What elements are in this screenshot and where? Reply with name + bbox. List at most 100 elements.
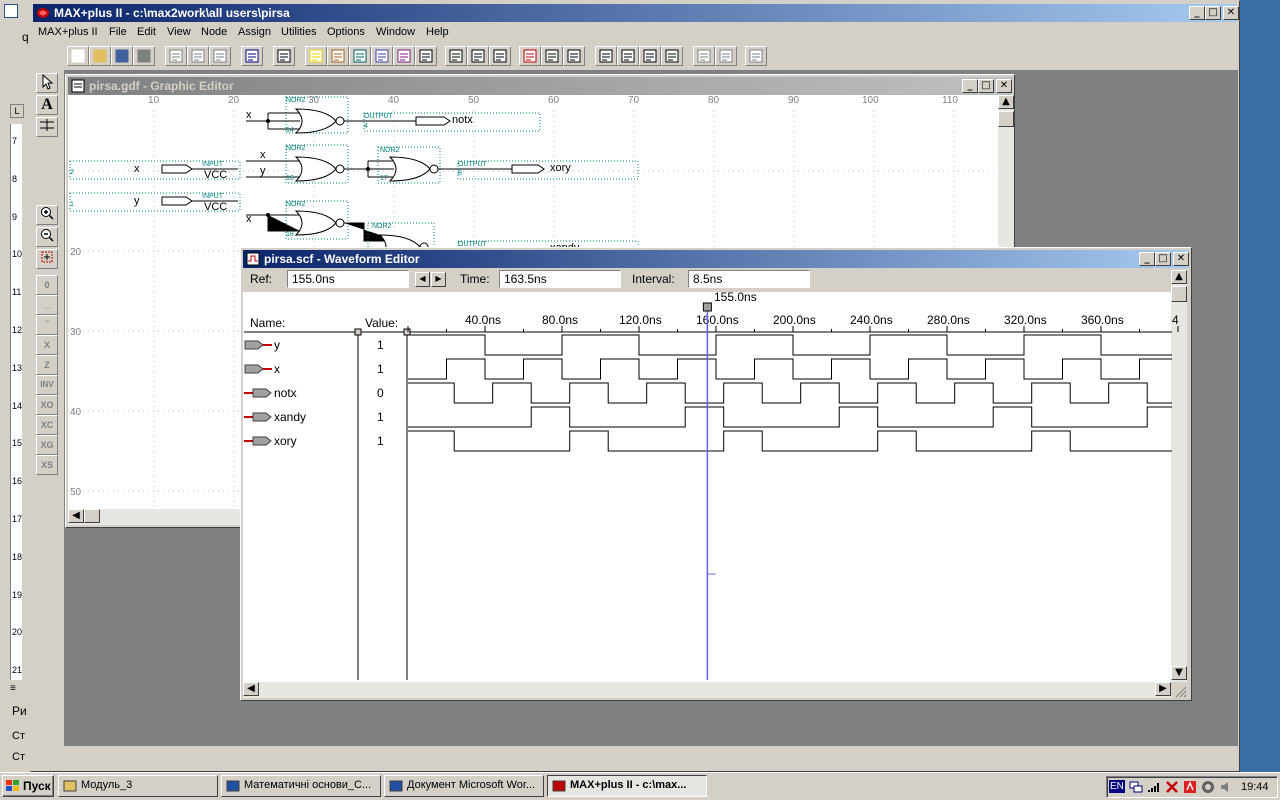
scf-scroll-up[interactable]: ▲ — [1171, 270, 1187, 284]
gdf-hscroll-thumb[interactable] — [84, 509, 100, 523]
project-save-button[interactable] — [327, 46, 349, 66]
fit-window-tool[interactable] — [36, 249, 58, 269]
timing-button[interactable] — [393, 46, 415, 66]
tab-stop-icon[interactable]: L — [10, 104, 24, 118]
taskbar-button[interactable]: Математичні основи_С... — [221, 775, 381, 797]
zoom-out-tool[interactable] — [36, 227, 58, 247]
ref-field[interactable]: 155.0ns — [287, 270, 409, 288]
menu-help[interactable]: Help — [426, 26, 449, 38]
snap-button[interactable] — [715, 46, 737, 66]
nor-gate[interactable] — [294, 156, 337, 182]
hierarchy-up-button[interactable] — [489, 46, 511, 66]
input-pin[interactable] — [161, 196, 193, 206]
interval-field[interactable]: 8.5ns — [688, 270, 810, 288]
menu-utilities[interactable]: Utilities — [281, 26, 317, 38]
simulator-eye-button[interactable] — [617, 46, 639, 66]
menu-window[interactable]: Window — [376, 26, 416, 38]
wave-inv-tool[interactable]: INV — [36, 375, 58, 395]
wave-xs-tool[interactable]: XS — [36, 455, 58, 475]
wire-tool[interactable] — [36, 117, 58, 137]
wave-xc-tool[interactable]: XC — [36, 415, 58, 435]
close-button[interactable]: ✕ — [1223, 6, 1239, 20]
taskbar-button[interactable]: Документ Microsoft Wor... — [384, 775, 544, 797]
text-tool[interactable]: A — [36, 95, 58, 115]
cut-button[interactable] — [165, 46, 187, 66]
taskbar-button[interactable]: MAX+plus II - c:\max... — [547, 775, 707, 797]
new-button[interactable] — [67, 46, 89, 66]
language-indicator[interactable]: EN — [1109, 780, 1125, 793]
undo-button[interactable] — [241, 46, 263, 66]
prev-transition-button[interactable]: ◀ — [415, 272, 430, 287]
antivirus-icon[interactable] — [1183, 780, 1197, 794]
output-pin[interactable] — [511, 164, 545, 174]
gdf-vscroll-thumb[interactable] — [998, 111, 1014, 127]
wave-xo-tool[interactable]: XO — [36, 395, 58, 415]
scf-scroll-left[interactable]: ◀ — [243, 682, 259, 696]
project-button[interactable] — [519, 46, 541, 66]
menu-assign[interactable]: Assign — [238, 26, 272, 38]
gdf-scroll-left[interactable]: ◀ — [68, 509, 84, 523]
menu-maxplus[interactable]: MAX+plus II — [38, 26, 98, 38]
scf-maximize-button[interactable]: □ — [1155, 252, 1171, 266]
graphic-editor-titlebar[interactable]: pirsa.gdf - Graphic Editor _ □ ✕ — [68, 77, 1012, 95]
hierarchy-button[interactable] — [349, 46, 371, 66]
wave-low-tool[interactable]: _ — [36, 295, 58, 315]
wave-high-tool[interactable]: ‾ — [36, 315, 58, 335]
sound-icon[interactable] — [1219, 780, 1233, 794]
timing-eye-button[interactable] — [639, 46, 661, 66]
gdf-close-button[interactable]: ✕ — [996, 79, 1012, 93]
floorplan-button[interactable] — [371, 46, 393, 66]
scf-close-button[interactable]: ✕ — [1173, 252, 1189, 266]
resize-grip[interactable] — [1173, 684, 1189, 698]
gdf-minimize-button[interactable]: _ — [962, 79, 978, 93]
next-transition-button[interactable]: ▶ — [431, 272, 446, 287]
security-icon[interactable] — [1165, 780, 1179, 794]
input-pin[interactable] — [161, 164, 193, 174]
nor-gate[interactable] — [294, 210, 337, 236]
wave-x-tool[interactable]: X — [36, 335, 58, 355]
maxplus-titlebar[interactable]: MAX+plus II - c:\max2work\all users\pirs… — [33, 4, 1239, 22]
compiler-eye-button[interactable] — [595, 46, 617, 66]
signal-name[interactable]: xory — [274, 434, 297, 448]
clock[interactable]: 19:44 — [1241, 781, 1269, 793]
taskbar-button[interactable]: Модуль_3 — [58, 775, 218, 797]
zoom-button[interactable] — [745, 46, 767, 66]
compile-button[interactable] — [305, 46, 327, 66]
menu-view[interactable]: View — [167, 26, 191, 38]
grid-button[interactable] — [693, 46, 715, 66]
menu-edit[interactable]: Edit — [137, 26, 156, 38]
scf-scroll-right[interactable]: ▶ — [1155, 682, 1171, 696]
menu-node[interactable]: Node — [201, 26, 228, 38]
wave-z-tool[interactable]: Z — [36, 355, 58, 375]
waveform-editor-titlebar[interactable]: pirsa.scf - Waveform Editor _ □ ✕ — [243, 250, 1189, 268]
open-button[interactable] — [89, 46, 111, 66]
gdf-maximize-button[interactable]: □ — [978, 79, 994, 93]
menu-file[interactable]: File — [109, 26, 127, 38]
open-gdf-button[interactable] — [445, 46, 467, 66]
output-pin[interactable] — [415, 116, 451, 126]
wave-0-tool[interactable]: 0 — [36, 275, 58, 295]
messages-button[interactable] — [563, 46, 585, 66]
gdf-scroll-up[interactable]: ▲ — [998, 95, 1014, 109]
report-button[interactable] — [541, 46, 563, 66]
signal-icon[interactable] — [1147, 780, 1161, 794]
help-button[interactable] — [273, 46, 295, 66]
maximize-button[interactable]: □ — [1205, 6, 1221, 20]
signal-name[interactable]: notx — [274, 386, 297, 400]
paste-button[interactable] — [209, 46, 231, 66]
time-field[interactable]: 163.5ns — [499, 270, 621, 288]
scf-hscroll[interactable]: ◀ ▶ — [243, 682, 1171, 698]
start-button[interactable]: Пуск — [2, 775, 54, 797]
print-button[interactable] — [133, 46, 155, 66]
scroll-glyph[interactable]: ≡ — [10, 683, 16, 694]
open-sym-button[interactable] — [467, 46, 489, 66]
signal-name[interactable]: x — [274, 362, 280, 376]
copy-button[interactable] — [187, 46, 209, 66]
zoom-in-tool[interactable] — [36, 205, 58, 225]
scf-vscroll[interactable]: ▲ ▼ — [1171, 270, 1187, 682]
minimize-button[interactable]: _ — [1189, 6, 1205, 20]
scf-minimize-button[interactable]: _ — [1139, 252, 1155, 266]
pointer-tool[interactable] — [36, 73, 58, 93]
save-button[interactable] — [111, 46, 133, 66]
scf-scroll-down[interactable]: ▼ — [1171, 666, 1187, 680]
